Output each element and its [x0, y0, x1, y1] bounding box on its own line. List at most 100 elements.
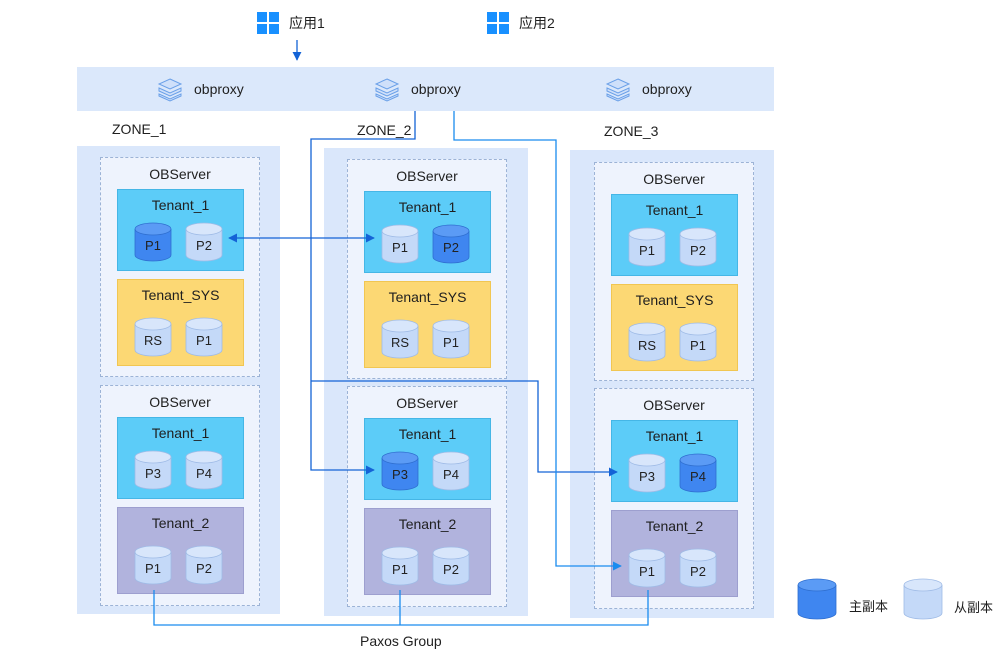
- replica-label: P3: [392, 467, 408, 482]
- replica-label: P1: [392, 562, 408, 577]
- replica-label: RS: [637, 338, 657, 353]
- follower-replica: P1: [628, 548, 666, 588]
- app-2: 应用2: [487, 12, 555, 34]
- leader-replica: P2: [432, 224, 470, 264]
- legend-leader-label: 主副本: [849, 599, 889, 614]
- proxy-icon: [157, 78, 183, 102]
- observer-title: OBServer: [643, 171, 705, 187]
- replica-label: P3: [145, 466, 161, 481]
- follower-replica: P3: [628, 453, 666, 493]
- replica-label: P1: [145, 561, 161, 576]
- follower-replica: P1: [628, 227, 666, 267]
- replica-label: RS: [390, 335, 410, 350]
- tenant-name: Tenant_1: [645, 428, 704, 444]
- proxy-icon: [374, 78, 400, 102]
- follower-replica: P1: [185, 317, 223, 357]
- app-1: 应用1: [257, 12, 325, 34]
- follower-replica: P1: [134, 545, 172, 585]
- replica-label: P4: [443, 467, 459, 482]
- replica-label: P2: [690, 564, 706, 579]
- legend-follower-label: 从副本: [954, 600, 994, 615]
- follower-replica: P4: [185, 450, 223, 490]
- observer-title: OBServer: [396, 168, 458, 184]
- replica-label: P1: [639, 564, 655, 579]
- follower-replica: P2: [185, 545, 223, 585]
- follower-replica: RS: [134, 317, 172, 357]
- follower-replica: P1: [679, 322, 717, 362]
- proxy-icon: [605, 78, 631, 102]
- tenant-name: Tenant_SYS: [388, 289, 467, 305]
- replica-label: P2: [196, 561, 212, 576]
- follower-replica: P4: [432, 451, 470, 491]
- app-2-label: 应用2: [519, 15, 555, 31]
- follower-replica: P2: [185, 222, 223, 262]
- windows-icon: [487, 12, 509, 34]
- tenant-name: Tenant_1: [398, 199, 457, 215]
- tenant-name: Tenant_2: [645, 518, 704, 534]
- obproxy-3-label: obproxy: [642, 81, 692, 97]
- legend-follower-cylinder: [903, 578, 943, 620]
- obproxy-1: obproxy: [156, 75, 244, 103]
- zone-3-label: ZONE_3: [604, 123, 659, 139]
- follower-replica: RS: [628, 322, 666, 362]
- tenant-name: Tenant_1: [398, 426, 457, 442]
- leader-replica: P1: [134, 222, 172, 262]
- zone-2-label: ZONE_2: [357, 122, 412, 138]
- follower-replica: P3: [134, 450, 172, 490]
- tenant-tenant-sys: Tenant_SYS RS P1: [364, 281, 491, 368]
- follower-replica: P2: [679, 548, 717, 588]
- tenant-name: Tenant_1: [151, 197, 210, 213]
- replica-label: P1: [443, 335, 459, 350]
- follower-replica: P2: [432, 546, 470, 586]
- obproxy-2: obproxy: [373, 75, 461, 103]
- replica-label: P2: [196, 238, 212, 253]
- obproxy-1-label: obproxy: [194, 81, 244, 97]
- tenant-name: Tenant_SYS: [635, 292, 714, 308]
- replica-label: P1: [392, 240, 408, 255]
- replica-label: RS: [143, 333, 163, 348]
- observer-title: OBServer: [396, 395, 458, 411]
- follower-replica: P2: [679, 227, 717, 267]
- tenant-name: Tenant_1: [645, 202, 704, 218]
- replica-label: P3: [639, 469, 655, 484]
- replica-label: P1: [196, 333, 212, 348]
- replica-label: P4: [690, 469, 706, 484]
- obproxy-layer: [77, 67, 774, 111]
- app-1-label: 应用1: [289, 15, 325, 31]
- leader-replica: P4: [679, 453, 717, 493]
- zone-1-label: ZONE_1: [112, 121, 167, 137]
- legend-leader-cylinder: [797, 578, 837, 620]
- observer-title: OBServer: [149, 166, 211, 182]
- follower-replica: P1: [432, 319, 470, 359]
- leader-replica: P3: [381, 451, 419, 491]
- tenant-name: Tenant_2: [398, 516, 457, 532]
- paxos-group-line: [153, 590, 649, 626]
- replica-label: P2: [690, 243, 706, 258]
- tenant-name: Tenant_2: [151, 515, 210, 531]
- replica-label: P4: [196, 466, 212, 481]
- replica-label: P1: [690, 338, 706, 353]
- obproxy-2-label: obproxy: [411, 81, 461, 97]
- tenant-tenant-sys: Tenant_SYS RS P1: [611, 284, 738, 371]
- follower-replica: P1: [381, 224, 419, 264]
- route-to-zone3-p4: [311, 380, 618, 477]
- tenant-name: Tenant_1: [151, 425, 210, 441]
